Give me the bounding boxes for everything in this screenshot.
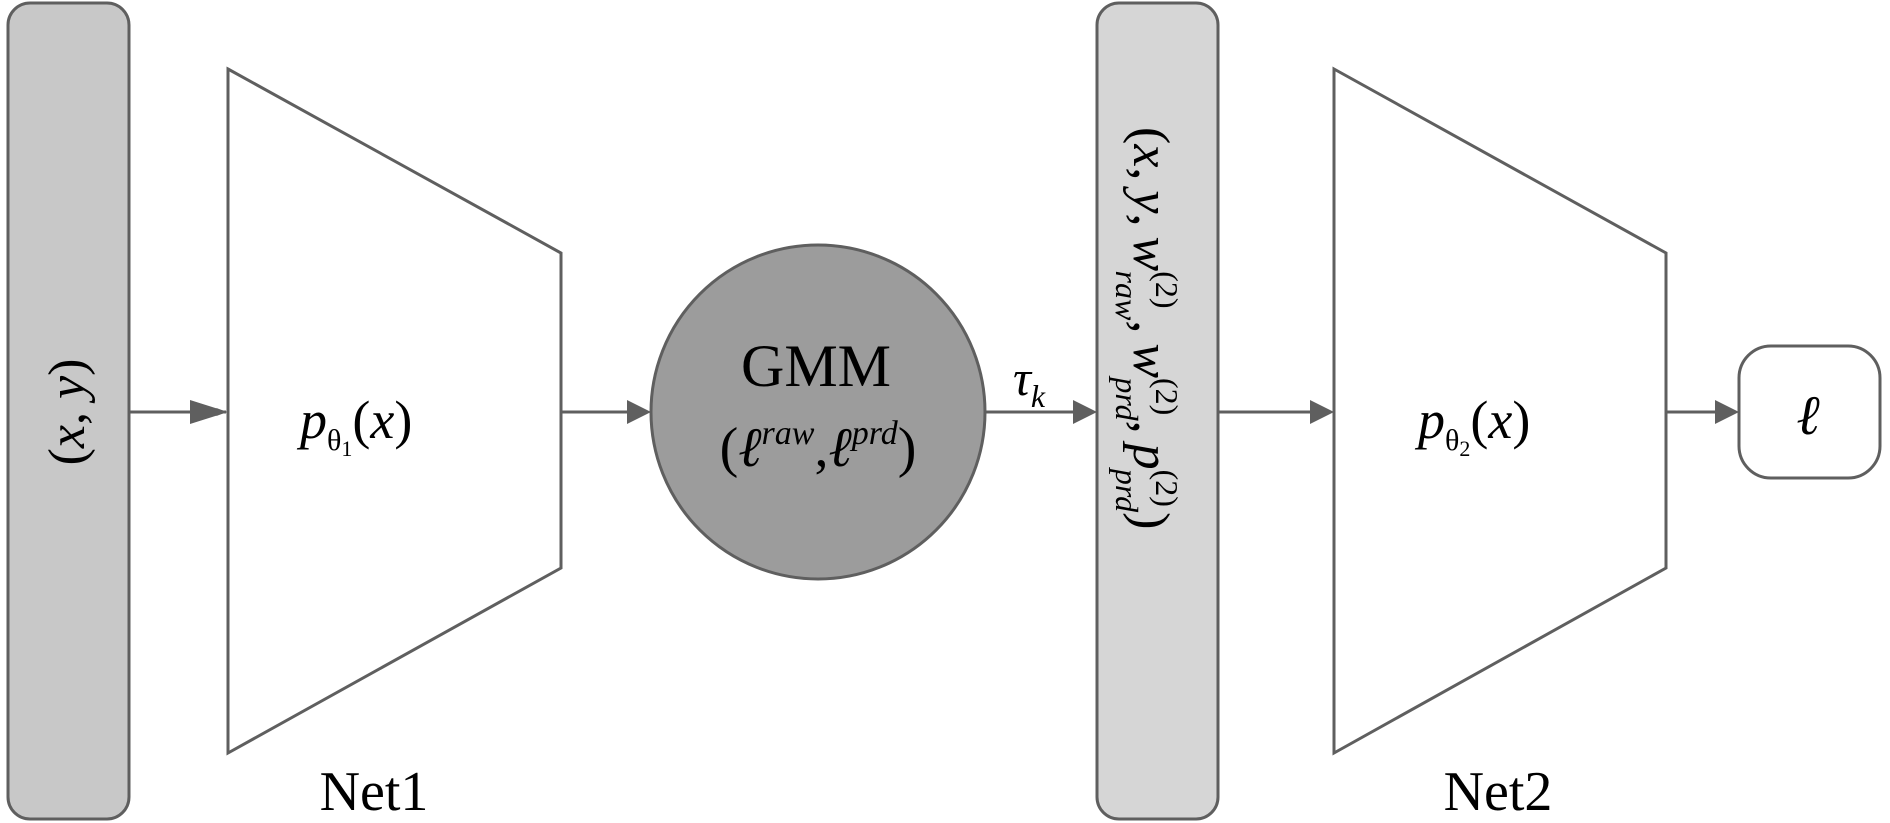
net2-label: Net2 bbox=[1444, 761, 1553, 823]
w-raw-symbol: w bbox=[1122, 237, 1179, 272]
w-raw-subscript: raw bbox=[1109, 271, 1145, 321]
loss-raw-superscript: raw bbox=[762, 415, 815, 452]
w-raw-superscript: (2) bbox=[1149, 271, 1185, 308]
gmm-params: (ℓraw,ℓprd) bbox=[720, 415, 917, 479]
arrowhead-intermediate-to-net2 bbox=[1310, 400, 1334, 424]
output-loss-symbol: ℓ bbox=[1796, 385, 1820, 447]
arrowhead-net2-to-output bbox=[1715, 400, 1739, 424]
net1-label: Net1 bbox=[320, 761, 429, 823]
input-block: (x, y) bbox=[6, 1, 131, 821]
comma: , bbox=[1122, 421, 1179, 434]
tau-symbol: τ bbox=[1013, 350, 1033, 406]
var-x: x bbox=[369, 390, 394, 450]
paren-open: ( bbox=[720, 417, 739, 479]
p-prd-symbol: p bbox=[1122, 440, 1179, 470]
gmm-title: GMM bbox=[741, 333, 891, 399]
p-prd-superscript: (2) bbox=[1149, 470, 1185, 507]
comma: , bbox=[1122, 167, 1179, 180]
net1-block: pθ1(x) Net1 bbox=[226, 66, 563, 823]
loss-prd-symbol: ℓ bbox=[828, 417, 852, 479]
output-box bbox=[1737, 344, 1882, 480]
w-prd-symbol: w bbox=[1122, 343, 1179, 378]
paren-open: ( bbox=[1470, 390, 1488, 450]
gmm-node: GMM (ℓraw,ℓprd) bbox=[649, 243, 987, 581]
theta-symbol: θ bbox=[1445, 424, 1459, 457]
var-y: y bbox=[1122, 185, 1179, 214]
paren-open: ( bbox=[352, 390, 370, 450]
theta-symbol: θ bbox=[327, 424, 341, 457]
p-symbol: p bbox=[1414, 390, 1445, 450]
intermediate-block-label: (x,y,w(2)raw,w(2)prd,p(2)prd) bbox=[1109, 127, 1185, 529]
output-node: ℓ bbox=[1737, 344, 1882, 480]
comma: , bbox=[814, 417, 828, 479]
comma: , bbox=[39, 399, 96, 425]
tau-subscript: k bbox=[1031, 378, 1046, 414]
loss-prd-superscript: prd bbox=[850, 415, 899, 452]
net1-function: pθ1(x) bbox=[296, 390, 412, 461]
intermediate-block: (x,y,w(2)raw,w(2)prd,p(2)prd) bbox=[1095, 1, 1220, 821]
edge-label-tau-k: τk bbox=[1013, 350, 1046, 414]
theta-index: 2 bbox=[1459, 436, 1470, 461]
p-prd-subscript: prd bbox=[1109, 467, 1145, 513]
var-y: y bbox=[39, 375, 96, 404]
net2-function: pθ2(x) bbox=[1414, 390, 1530, 461]
paren-close: ) bbox=[898, 417, 917, 479]
net2-block: pθ2(x) Net2 bbox=[1332, 66, 1668, 823]
paren-close: ) bbox=[39, 359, 96, 376]
arrowhead-net1-to-gmm bbox=[627, 400, 651, 424]
var-x: x bbox=[1487, 390, 1512, 450]
gmm-circle bbox=[649, 243, 987, 581]
w-prd-subscript: prd bbox=[1109, 375, 1145, 421]
loss-raw-symbol: ℓ bbox=[738, 417, 762, 479]
net1-trapezoid bbox=[226, 66, 563, 756]
paren-open: ( bbox=[39, 448, 96, 465]
paren-close: ) bbox=[1512, 390, 1530, 450]
p-symbol: p bbox=[296, 390, 327, 450]
paren-close: ) bbox=[1122, 512, 1179, 529]
net2-trapezoid bbox=[1332, 66, 1668, 756]
theta-index: 1 bbox=[341, 436, 352, 461]
comma: , bbox=[1122, 320, 1179, 333]
paren-open: ( bbox=[1122, 127, 1179, 144]
arrowhead-input-to-net1 bbox=[190, 400, 228, 424]
comma: , bbox=[1122, 214, 1179, 227]
var-x: x bbox=[39, 425, 96, 449]
intermediate-block-shape bbox=[1095, 1, 1220, 821]
input-block-label: (x, y) bbox=[39, 359, 96, 466]
w-prd-superscript: (2) bbox=[1149, 378, 1185, 415]
var-x: x bbox=[1122, 143, 1179, 167]
arrowhead-gmm-to-intermediate bbox=[1073, 400, 1097, 424]
paren-close: ) bbox=[394, 390, 412, 450]
